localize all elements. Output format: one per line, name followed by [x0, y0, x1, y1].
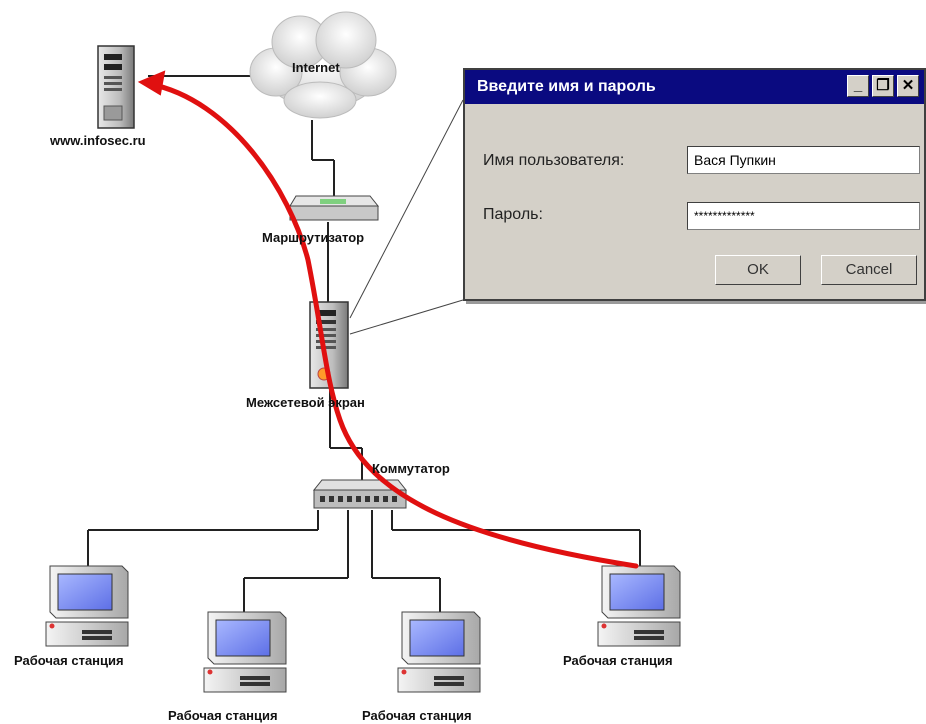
workstation-4-icon — [597, 565, 681, 647]
login-dialog: Введите имя и пароль _ ❐ ✕ Имя пользоват… — [463, 68, 926, 301]
server-icon — [97, 45, 135, 129]
workstation-2-label: Рабочая станция — [168, 708, 278, 723]
password-field[interactable]: ************* — [687, 202, 920, 230]
restore-icon[interactable]: ❐ — [872, 75, 894, 97]
username-label: Имя пользователя: — [483, 152, 625, 169]
switch-label: Коммутатор — [372, 461, 450, 476]
router-label: Маршрутизатор — [262, 230, 365, 245]
network-links — [87, 75, 641, 612]
cancel-button[interactable]: Cancel — [821, 255, 917, 285]
router-icon — [289, 195, 380, 221]
ok-button[interactable]: OK — [715, 255, 801, 285]
workstation-3-label: Рабочая станция — [362, 708, 472, 723]
firewall-label: Межсетевой экран — [246, 395, 365, 410]
minimize-icon[interactable]: _ — [847, 75, 869, 97]
workstation-3-icon — [397, 611, 481, 693]
password-label: Пароль: — [483, 206, 543, 223]
workstation-2-icon — [203, 611, 287, 693]
callout-lines — [349, 99, 464, 335]
close-icon[interactable]: ✕ — [897, 75, 919, 97]
server-label: www.infosec.ru — [50, 133, 146, 148]
access-path-arrowhead — [137, 70, 166, 96]
workstation-1-label: Рабочая станция — [14, 653, 124, 668]
internet-label: Internet — [292, 60, 340, 75]
username-field[interactable]: Вася Пупкин — [687, 146, 920, 174]
dialog-title: Введите имя и пароль — [477, 78, 656, 95]
internet-cloud-icon — [249, 11, 397, 119]
workstation-1-icon — [45, 565, 129, 647]
switch-icon — [312, 479, 408, 509]
access-path — [137, 70, 639, 569]
workstation-4-label: Рабочая станция — [563, 653, 673, 668]
